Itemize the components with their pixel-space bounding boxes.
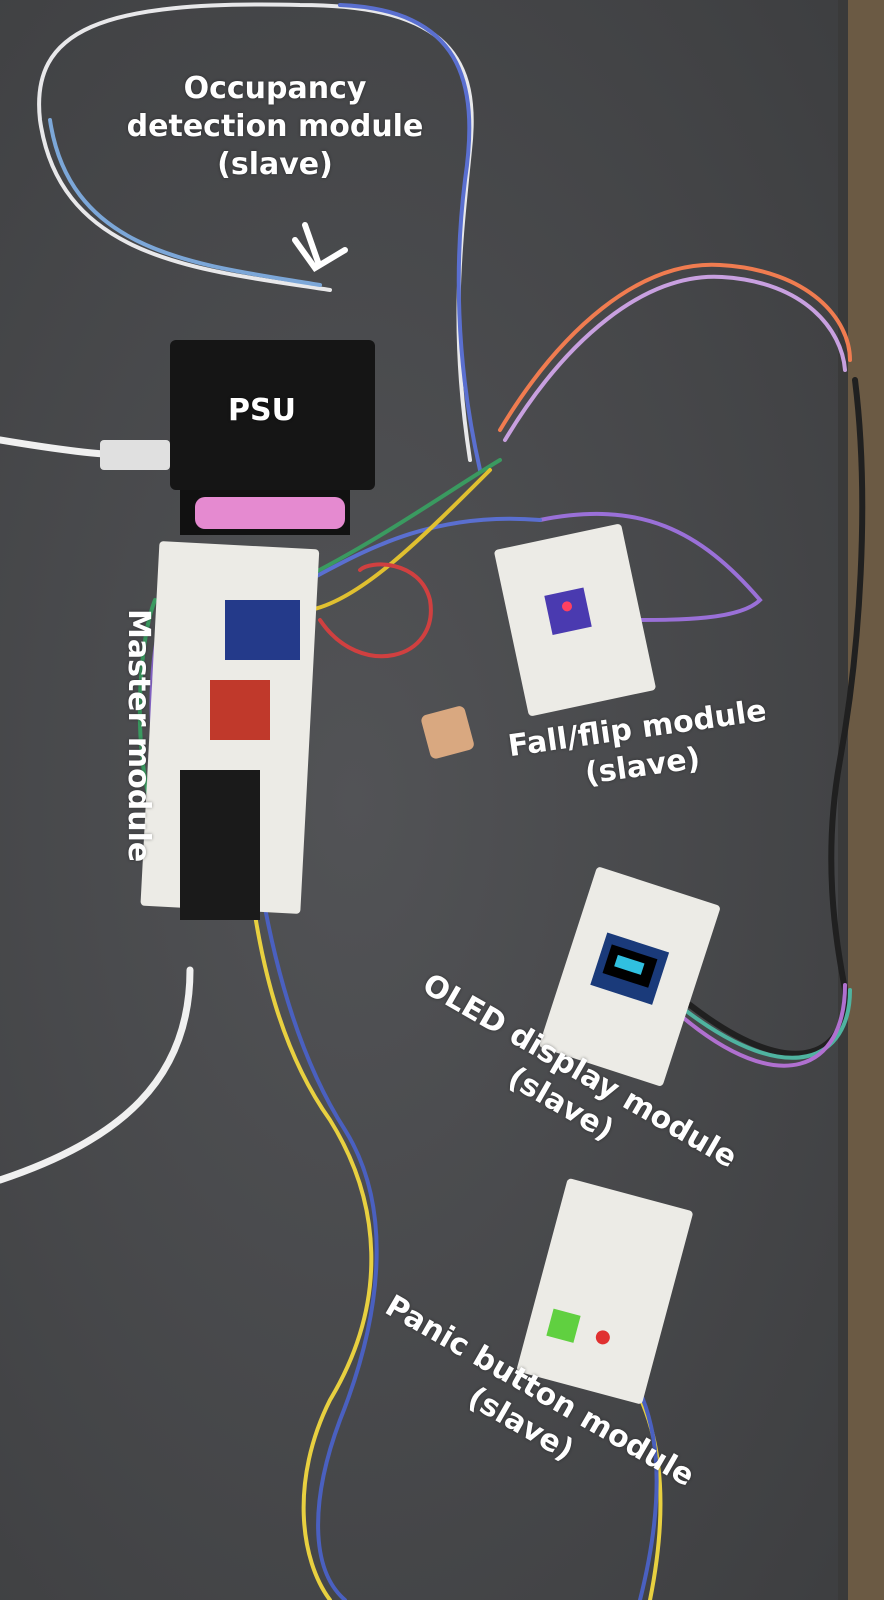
panic-breadboard: [517, 1178, 693, 1404]
battery: [195, 497, 345, 529]
gps-antenna: [421, 706, 474, 759]
label-master: Master module: [121, 609, 156, 863]
arrow-mark: [292, 222, 348, 272]
label-line: detection module: [126, 109, 424, 144]
wire-black-right: [687, 377, 866, 1057]
oled-breadboard: [539, 867, 720, 1086]
label-line: Occupancy: [183, 71, 367, 106]
usb-cable: [0, 966, 194, 1184]
fall-breadboard: [494, 524, 656, 716]
psu-box: [170, 340, 375, 490]
label-line: (slave): [217, 147, 333, 182]
label-psu: PSU: [228, 393, 296, 428]
label-occupancy: Occupancy detection module (slave): [110, 70, 440, 184]
wire-yellow-down: [248, 878, 374, 1600]
master-breadboard: [140, 541, 320, 920]
wire-occupancy: [37, 2, 474, 462]
table-edge: [848, 0, 884, 1600]
wire-orange: [498, 262, 852, 432]
wire-purple-fall: [538, 512, 763, 622]
